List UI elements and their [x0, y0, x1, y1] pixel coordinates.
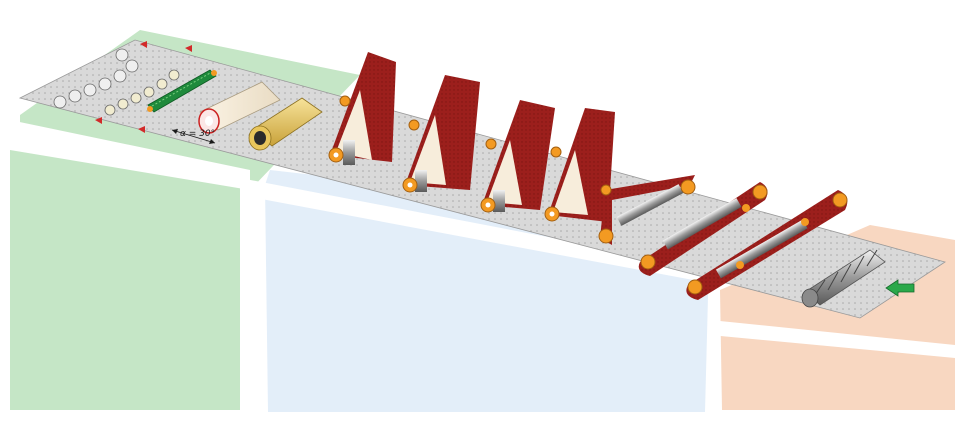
yellow-roller — [248, 97, 323, 151]
horizontal-belt-unit-1 — [598, 175, 696, 245]
green-brush-unit — [147, 69, 217, 113]
disc-brush-row-2 — [104, 69, 180, 116]
sanding-unit-3 — [480, 100, 555, 213]
horizontal-belt-unit-3 — [686, 190, 848, 300]
position-markers — [95, 41, 192, 133]
horizontal-belt-unit-2 — [638, 182, 768, 276]
spiral-workpiece — [801, 249, 886, 308]
cream-roller — [198, 81, 281, 134]
disc-brush-row-1 — [53, 48, 139, 109]
sanding-unit-1 — [328, 52, 396, 165]
angle-annotation: α = 30° — [171, 129, 215, 144]
arrow-left-icon — [885, 279, 915, 297]
sanding-unit-4 — [544, 108, 615, 222]
sanding-unit-2 — [402, 75, 480, 193]
angle-label: α = 30° — [180, 129, 215, 139]
